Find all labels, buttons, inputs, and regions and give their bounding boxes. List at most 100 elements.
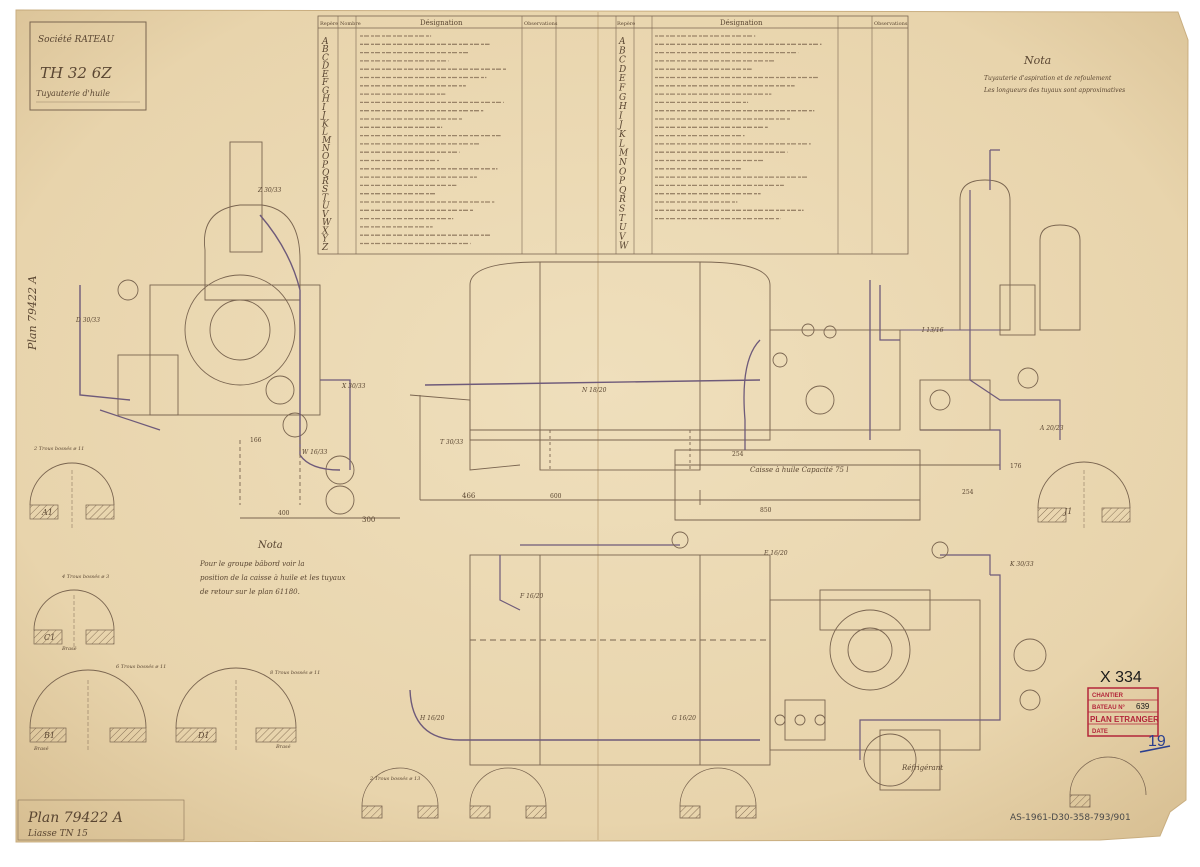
nota-top-title: Nota xyxy=(1023,54,1051,67)
table-right-letter: D xyxy=(618,65,626,75)
nota-middle-line-2: position de la caisse à huile et les tuy… xyxy=(200,574,345,582)
parts-table: Repère Nombre Désignation Observations R… xyxy=(317,15,909,255)
table-left-letter: S xyxy=(322,185,328,195)
pipe-a-label: A 20/23 xyxy=(1039,425,1064,432)
pipe-f-label: F 16/20 xyxy=(519,593,544,600)
pipe-k-label: K 30/33 xyxy=(1009,561,1034,568)
table-right-letter: U xyxy=(619,223,627,233)
center-plan-view xyxy=(409,531,1047,791)
pipe-e-label: E 16/20 xyxy=(763,550,788,557)
detail-d1-label: D1 xyxy=(197,731,210,740)
bottom-plan-number: Plan 79422 A xyxy=(27,810,123,826)
detail-d1: D1 8 Trous bossés ø 11 Brasé xyxy=(175,667,320,750)
dim-254-a: 254 xyxy=(732,451,744,458)
table-left-letter: D xyxy=(321,62,329,72)
nota-top-line-2: Les longueurs des tuyaux sont approximat… xyxy=(983,87,1125,94)
table-left-letter: Q xyxy=(322,169,330,179)
dim-600: 600 xyxy=(550,493,562,500)
table-right-letter: G xyxy=(619,93,626,103)
detail-b1-holes: 6 Trous bossés ø 11 xyxy=(116,663,166,670)
pipe-i-label: I 13/16 xyxy=(921,327,944,334)
table-right-letter: M xyxy=(618,149,629,159)
pipe-x-label: X 30/33 xyxy=(341,383,366,390)
detail-a1-label: A1 xyxy=(41,508,53,517)
table-right-letter: H xyxy=(618,102,627,112)
paper-sheet xyxy=(15,9,1189,843)
cooler-label: Réfrigérant xyxy=(901,764,943,772)
drawing-subject: Tuyauterie d'huile xyxy=(36,89,110,98)
stamp-line-2: BATEAU N° xyxy=(1092,705,1126,711)
table-left-letter: N xyxy=(321,144,331,154)
bottom-title-block: Plan 79422 A Liasse TN 15 xyxy=(17,799,185,841)
left-elevation-view xyxy=(79,141,400,519)
table-right-letter: N xyxy=(618,158,628,168)
table-left-letter: K xyxy=(321,119,330,129)
nota-middle: Nota Pour le groupe bâbord voir la posit… xyxy=(199,540,345,596)
pipe-d-label: D 30/33 xyxy=(75,317,100,324)
table-left-letter: F xyxy=(321,78,329,88)
stamp-sheet-number: 19 xyxy=(1148,733,1166,750)
pipe-g-label: G 16/20 xyxy=(672,715,696,722)
table-left-letter: X xyxy=(321,226,329,236)
header-designation-right: Désignation xyxy=(720,19,763,27)
table-left-letter: C xyxy=(322,53,329,63)
header-nombre-left: Nombre xyxy=(340,21,361,27)
table-left-letter: I xyxy=(321,103,326,113)
bottom-details xyxy=(361,756,1147,819)
detail-j1: J1 xyxy=(1037,461,1131,530)
title-block: Société RATEAU TH 32 6Z Tuyauterie d'hui… xyxy=(29,21,147,111)
table-left-letter: P xyxy=(321,160,329,170)
table-right-letter: R xyxy=(618,195,626,205)
bottom-liasse: Liasse TN 15 xyxy=(27,829,88,839)
dim-466: 466 xyxy=(462,492,476,500)
table-left-letter: B xyxy=(321,45,329,55)
detail-c1-holes: 4 Trous bossés ø 3 xyxy=(61,573,109,580)
table-right-letter: F xyxy=(618,84,626,94)
header-designation-left: Désignation xyxy=(420,19,463,27)
table-right-letter: C xyxy=(619,56,626,66)
table-right-letter: Q xyxy=(619,186,627,196)
table-left-letter: J xyxy=(320,111,327,121)
dim-166: 166 xyxy=(250,437,262,444)
pipe-h-label: H 16/20 xyxy=(419,715,445,722)
table-left-letter: T xyxy=(322,193,329,203)
company-name: Société RATEAU xyxy=(38,34,114,45)
table-left-letter: Z xyxy=(321,243,329,253)
header-observations-right: Observations xyxy=(874,21,908,27)
detail-d1-holes: 8 Trous bossés ø 11 xyxy=(270,669,320,676)
detail-c1: C1 4 Trous bossés ø 3 Brasé xyxy=(33,573,115,652)
stamp-line-3: PLAN ETRANGER xyxy=(1090,715,1159,724)
header-repere-right: Repère xyxy=(617,20,635,27)
detail-a1-holes: 2 Trous bossés ø 11 xyxy=(33,445,84,452)
table-right-letter: K xyxy=(618,130,627,140)
stamp-reference: X 334 xyxy=(1100,669,1142,686)
pipe-t-label: T 30/33 xyxy=(440,439,463,446)
nota-middle-line-1: Pour le groupe bâbord voir la xyxy=(199,560,305,568)
table-left-letter: A xyxy=(321,37,329,47)
table-right-letter: I xyxy=(618,111,623,121)
detail-j1-label: J1 xyxy=(1062,507,1072,516)
tank-capacity-label: Caisse à huile Capacité 75 l xyxy=(750,466,848,474)
table-handwriting-rows xyxy=(360,35,822,245)
bottom-holes-label: 2 Trous bossés ø 13 xyxy=(369,775,420,782)
center-elevation-view xyxy=(409,261,1001,521)
table-left-letter: H xyxy=(321,95,330,105)
nota-middle-title: Nota xyxy=(257,540,283,551)
archive-reference: AS-1961-D30-358-793/901 xyxy=(1010,813,1131,823)
table-right-letter: V xyxy=(619,232,627,242)
shipyard-stamp: X 334 CHANTIER BATEAU N° 639 PLAN ETRANG… xyxy=(1087,669,1171,753)
dim-400-left: 400 xyxy=(278,510,290,517)
detail-d1-bras: Brasé xyxy=(275,743,291,750)
pipe-w-label: W 16/33 xyxy=(302,449,328,456)
table-left-letter: O xyxy=(322,152,330,162)
table-right-letter: O xyxy=(619,167,627,177)
dim-300-left: 300 xyxy=(362,516,375,524)
table-left-letter: L xyxy=(321,128,328,138)
pipe-z-label: Z 30/33 xyxy=(257,187,282,194)
table-right-letter: A xyxy=(618,37,626,47)
side-plan-label: Plan 79422 A xyxy=(26,275,39,351)
table-right-letter: L xyxy=(618,139,625,149)
detail-b1-label: B1 xyxy=(43,731,55,740)
table-left-letter: R xyxy=(321,177,329,187)
